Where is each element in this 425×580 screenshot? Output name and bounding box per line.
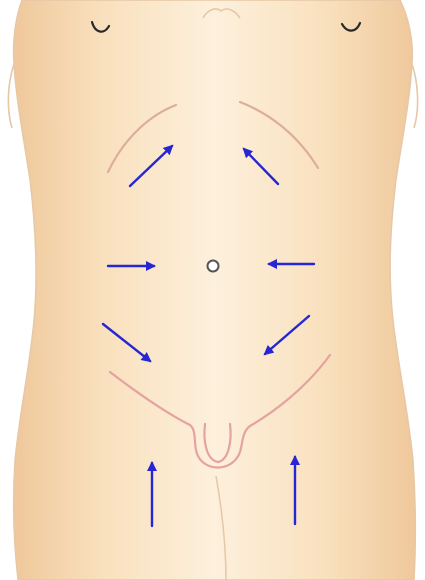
- left-arm-edge: [8, 64, 14, 128]
- torso-body: [13, 0, 415, 580]
- right-arm-edge: [412, 64, 418, 128]
- navel-icon: [208, 261, 219, 272]
